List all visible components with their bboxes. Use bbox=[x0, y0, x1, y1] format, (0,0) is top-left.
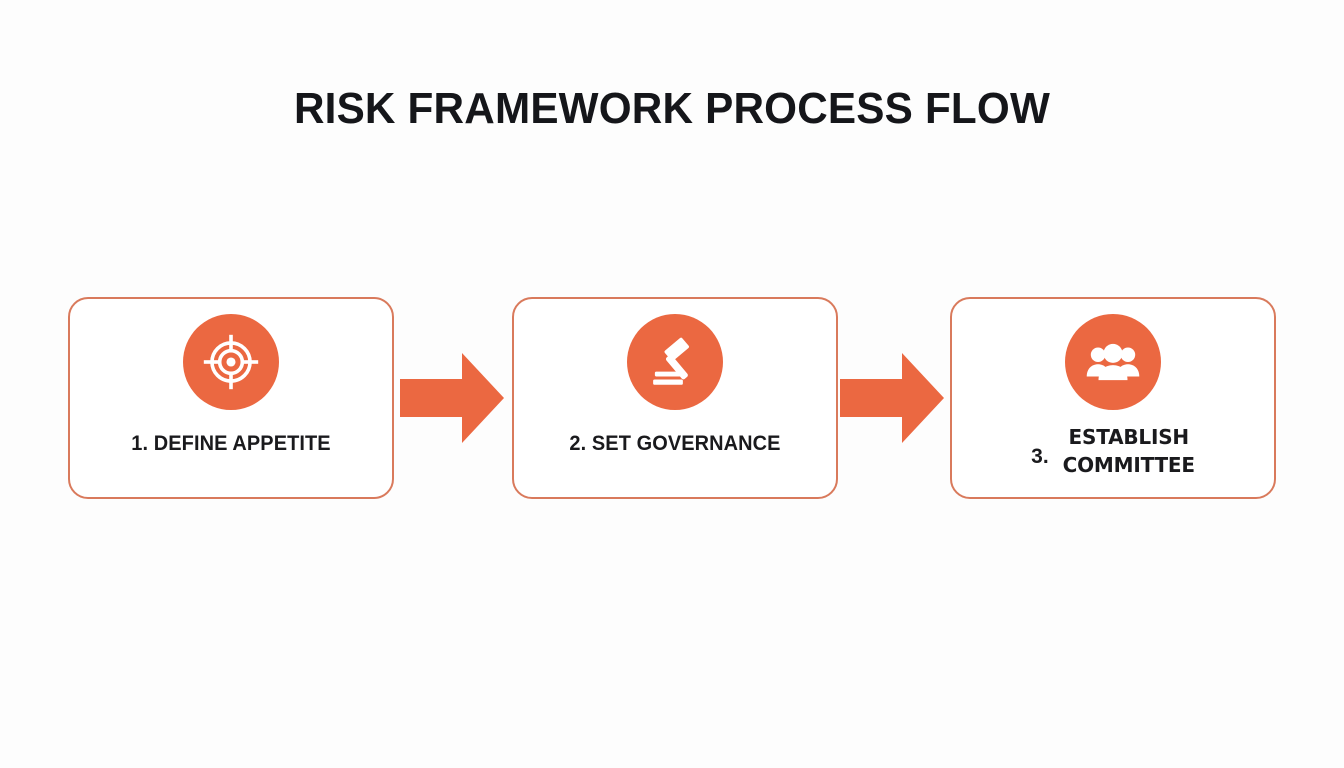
step-3-text: ESTABLISH COMMITTEE bbox=[1062, 425, 1195, 478]
page-title: RISK FRAMEWORK PROCESS FLOW bbox=[293, 84, 1051, 133]
arrow-right-icon bbox=[840, 353, 944, 443]
arrow-right-icon bbox=[400, 353, 504, 443]
step-3-number: 3. bbox=[1031, 445, 1049, 468]
step-2-icon-badge bbox=[627, 314, 723, 410]
people-group-icon bbox=[1084, 333, 1142, 391]
gavel-icon bbox=[647, 334, 703, 390]
process-step-card-3[interactable]: 3. ESTABLISH COMMITTEE bbox=[950, 297, 1276, 499]
step-3-label: 3. ESTABLISH COMMITTEE bbox=[952, 423, 1274, 480]
flow-connector-1 bbox=[400, 353, 504, 443]
step-1-icon-badge bbox=[183, 314, 279, 410]
step-2-label: 2. SET GOVERNANCE bbox=[569, 432, 781, 455]
process-flow: 1. DEFINE APPETITE bbox=[0, 297, 1344, 501]
flow-connector-2 bbox=[840, 353, 944, 443]
step-1-label: 1. DEFINE APPETITE bbox=[131, 432, 331, 455]
process-step-card-1[interactable]: 1. DEFINE APPETITE bbox=[68, 297, 394, 499]
step-3-icon-badge bbox=[1065, 314, 1161, 410]
process-step-card-2[interactable]: 2. SET GOVERNANCE bbox=[512, 297, 838, 499]
target-icon bbox=[202, 333, 260, 391]
